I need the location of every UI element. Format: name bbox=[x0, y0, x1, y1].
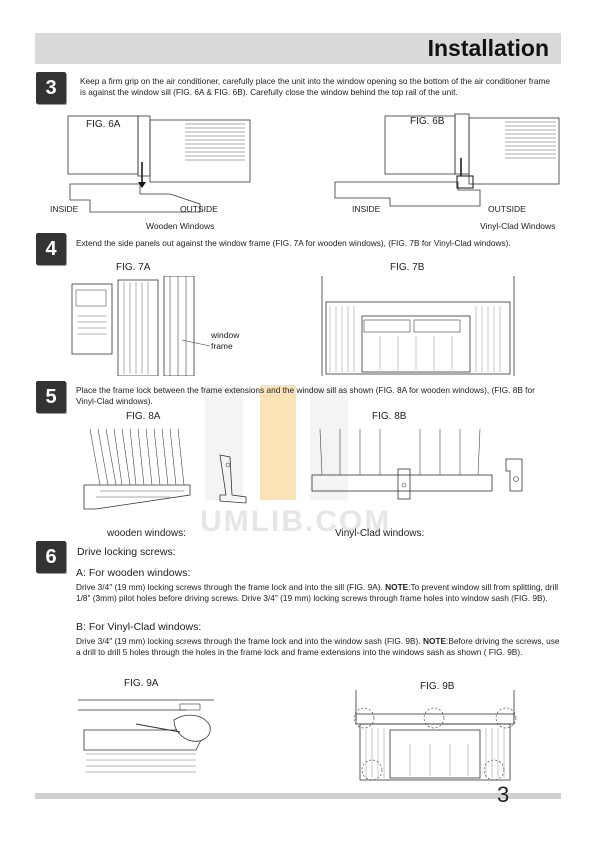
fig-6b-inside-label: INSIDE bbox=[352, 204, 381, 214]
step-6b-note-label: NOTE bbox=[422, 636, 447, 646]
fig-6a-inside-label: INSIDE bbox=[50, 204, 79, 214]
window-frame-label-line1: window bbox=[211, 330, 240, 340]
header-bar: Installation bbox=[35, 33, 561, 64]
fig-9b-drawing bbox=[353, 690, 517, 781]
fig-6a-label: FIG. 6A bbox=[86, 119, 121, 130]
step-6-badge: 6 bbox=[36, 541, 66, 573]
step-5-badge: 5 bbox=[36, 381, 66, 413]
step-4-text: Extend the side panels out against the w… bbox=[76, 238, 511, 248]
fig-9a-label: FIG. 9A bbox=[124, 678, 159, 689]
footer-bar bbox=[35, 793, 561, 799]
fig-7a-drawing bbox=[71, 276, 210, 376]
step-6b-title: B: For Vinyl-Clad windows: bbox=[76, 621, 202, 633]
fig-6a-outside-label: OUTSIDE bbox=[180, 204, 218, 214]
fig-8a-caption: wooden windows: bbox=[107, 528, 186, 539]
step-6a-title: A: For wooden windows: bbox=[76, 567, 191, 579]
fig-9a-drawing bbox=[78, 699, 214, 773]
fig-8a-drawing bbox=[83, 428, 247, 510]
step-4-badge: 4 bbox=[36, 233, 66, 265]
fig-6b-label: FIG. 6B bbox=[410, 116, 445, 127]
page-number: 3 bbox=[497, 782, 510, 807]
step-3-badge: 3 bbox=[36, 72, 66, 104]
page-title: Installation bbox=[427, 35, 549, 61]
step-6a-text: Drive 3/4″ (19 mm) locking screws throug… bbox=[76, 582, 560, 604]
step-6b-text: Drive 3/4″ (19 mm) locking screws throug… bbox=[76, 636, 560, 658]
step-6b-text-part2: :Before driving the screws, use a drill … bbox=[76, 636, 560, 657]
step-5-text: Place the frame lock between the frame e… bbox=[76, 385, 535, 406]
fig-8a-label: FIG. 8A bbox=[126, 411, 161, 422]
step-3-text: Keep a firm grip on the air conditioner,… bbox=[80, 76, 550, 97]
step-6b-text-part1: Drive 3/4″ (19 mm) locking screws throug… bbox=[76, 636, 421, 646]
watermark-graphic bbox=[205, 385, 348, 500]
window-frame-label-line2: frame bbox=[211, 341, 233, 351]
step-6a-text-part1: Drive 3/4″ (19 mm) locking screws throug… bbox=[76, 582, 383, 592]
fig-6a-drawing bbox=[67, 115, 251, 213]
step-6-title: Drive locking screws: bbox=[77, 546, 176, 558]
step-6a-text-part2: :To prevent window sill from splitting, … bbox=[76, 582, 559, 603]
fig-8b-label: FIG. 8B bbox=[372, 411, 407, 422]
step-6a-note-label: NOTE bbox=[385, 582, 409, 592]
watermark-text: UMLIB.COM bbox=[200, 505, 392, 538]
fig-7a-label: FIG. 7A bbox=[116, 262, 151, 273]
fig-6b-outside-label: OUTSIDE bbox=[488, 204, 526, 214]
fig-6b-drawing bbox=[334, 113, 560, 207]
fig-7b-drawing bbox=[321, 276, 515, 376]
fig-8b-drawing bbox=[311, 428, 523, 500]
fig-9b-label: FIG. 9B bbox=[420, 681, 455, 692]
fig-8b-caption: Vinyl-Clad windows: bbox=[335, 528, 425, 539]
fig-7b-label: FIG. 7B bbox=[390, 262, 425, 273]
fig-6b-caption: Vinyl-Clad Windows bbox=[480, 221, 556, 231]
fig-6a-caption: Wooden Windows bbox=[146, 221, 215, 231]
